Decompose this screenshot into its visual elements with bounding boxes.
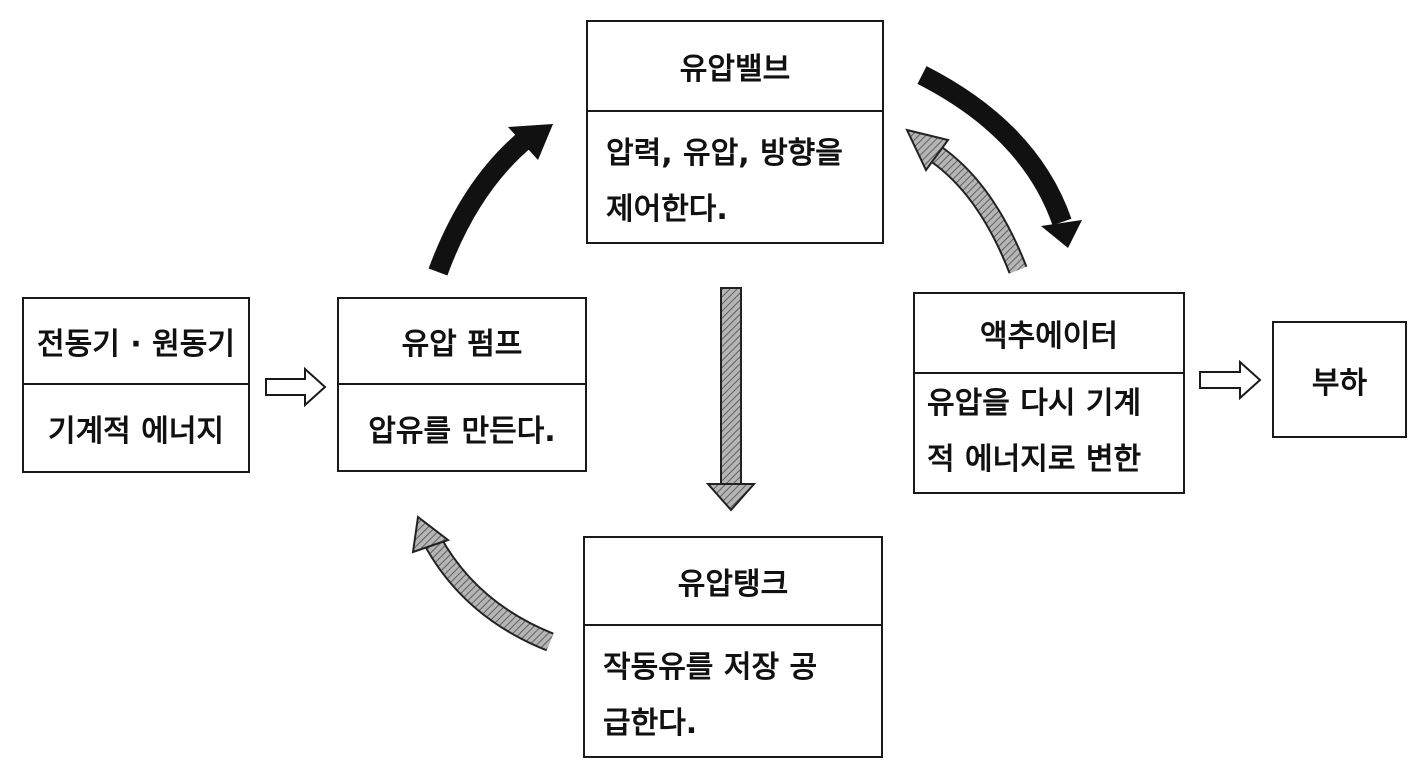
motor-box: 전동기 · 원동기 기계적 에너지	[22, 297, 250, 473]
tank-body: 작동유를 저장 공 급한다.	[585, 626, 881, 756]
pump-box: 유압 펌프 압유를 만든다.	[337, 297, 587, 472]
actuator-title: 액추에이터	[915, 294, 1183, 374]
actuator-body-line-2: 적 에너지로 변한	[927, 432, 1141, 488]
actuator-to-load-arrow	[1200, 362, 1260, 398]
valve-title: 유압밸브	[588, 22, 882, 112]
pump-body: 압유를 만든다.	[339, 385, 585, 470]
valve-body: 압력, 유압, 방향을 제어한다.	[588, 112, 882, 242]
motor-to-pump-arrow	[266, 369, 325, 405]
actuator-box: 액추에이터 유압을 다시 기계 적 에너지로 변한	[913, 292, 1185, 494]
tank-body-line-1: 작동유를 저장 공	[603, 640, 817, 696]
actuator-to-valve-return-arrow	[907, 130, 1018, 270]
motor-title: 전동기 · 원동기	[24, 299, 248, 385]
valve-box: 유압밸브 압력, 유압, 방향을 제어한다.	[586, 20, 884, 244]
motor-body: 기계적 에너지	[24, 385, 248, 471]
tank-box: 유압탱크 작동유를 저장 공 급한다.	[583, 536, 883, 758]
valve-body-line-2: 제어한다.	[606, 182, 843, 238]
valve-to-tank-return-arrow	[708, 288, 754, 510]
pump-title: 유압 펌프	[339, 299, 585, 385]
tank-body-line-2: 급한다.	[603, 696, 817, 752]
load-box: 부하	[1272, 321, 1407, 438]
tank-title: 유압탱크	[585, 538, 881, 626]
pump-to-valve-arrow	[438, 124, 553, 272]
tank-to-pump-arrow	[413, 517, 550, 642]
actuator-body-line-1: 유압을 다시 기계	[927, 376, 1141, 432]
actuator-body: 유압을 다시 기계 적 에너지로 변한	[915, 374, 1183, 492]
valve-body-line-1: 압력, 유압, 방향을	[606, 126, 843, 182]
